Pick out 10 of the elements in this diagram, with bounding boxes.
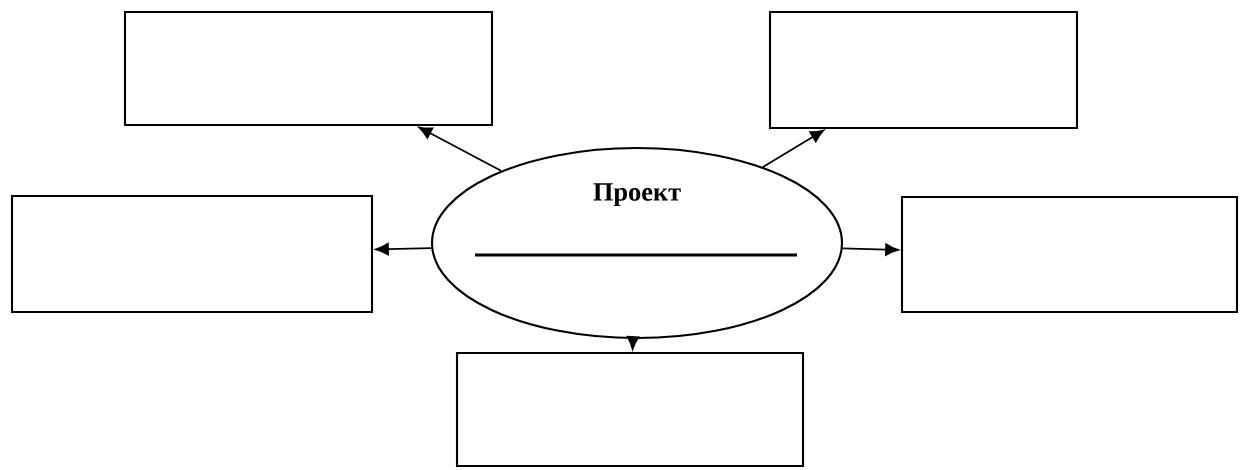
- arrow: [375, 242, 433, 256]
- arrow: [762, 129, 825, 168]
- arrow: [841, 243, 899, 256]
- empty-box: [900, 195, 1239, 314]
- arrow: [626, 335, 640, 350]
- arrow: [418, 126, 502, 172]
- empty-box: [455, 351, 805, 468]
- empty-box: [768, 10, 1079, 130]
- empty-box: [10, 194, 374, 314]
- empty-box: [123, 10, 494, 127]
